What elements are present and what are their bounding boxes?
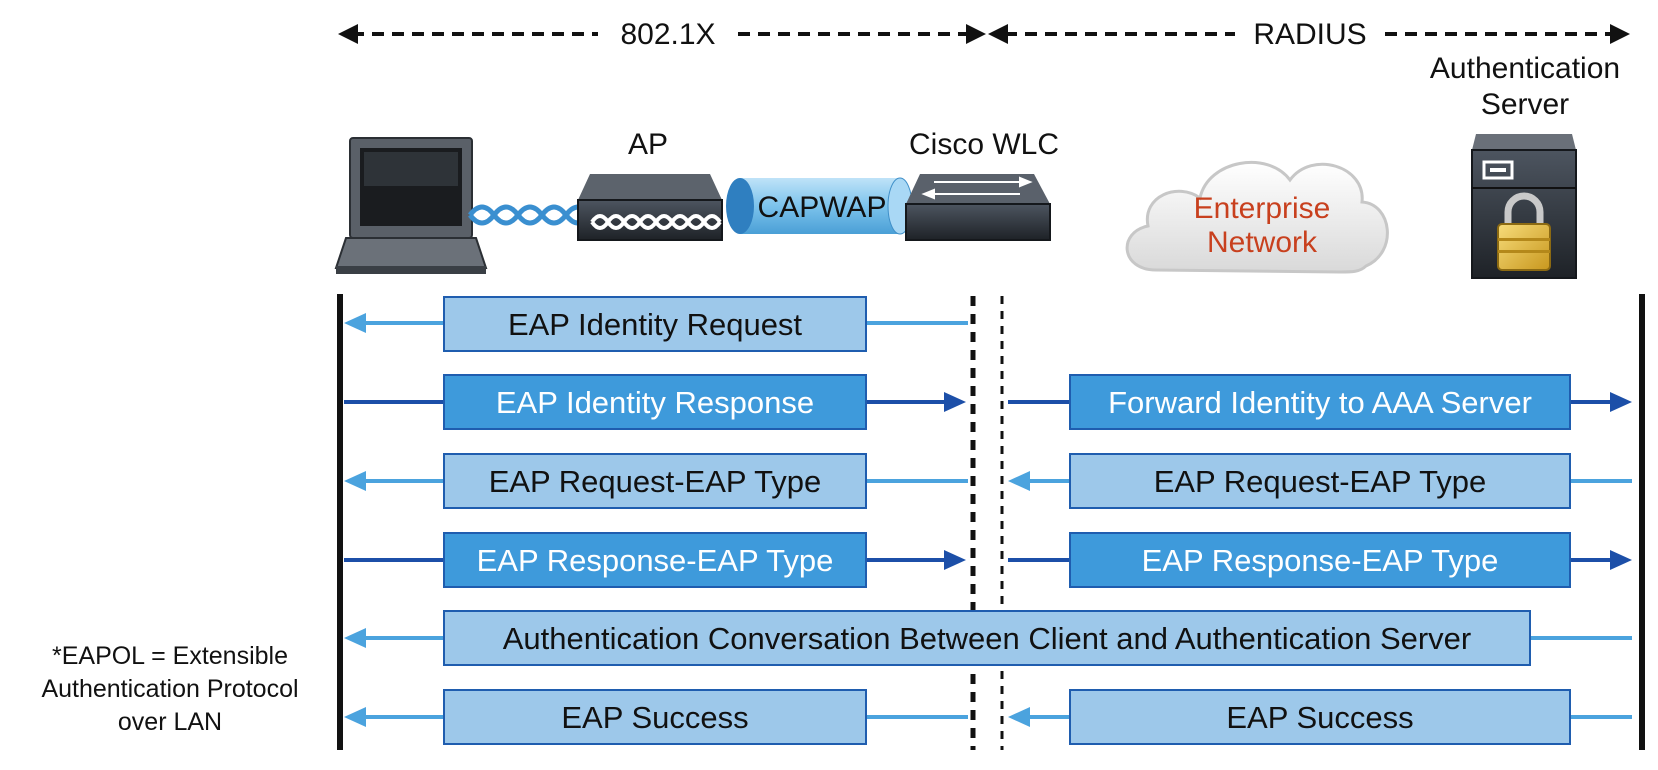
- cloud-label-line1: Enterprise: [1194, 192, 1331, 225]
- arrowhead-right-icon: [1610, 392, 1632, 412]
- footnote-line3: over LAN: [118, 708, 222, 736]
- message-request-type-server: EAP Request-EAP Type: [1154, 464, 1487, 499]
- message-row-response-type: EAP Response-EAP Type EAP Response-EAP T…: [344, 532, 1632, 588]
- footnote-line2: Authentication Protocol: [41, 675, 298, 703]
- arrowhead-right-icon: [944, 392, 966, 412]
- arrowhead-left-icon: [344, 313, 366, 333]
- cloud-label-line2: Network: [1207, 226, 1318, 259]
- arrowhead-left-icon: [344, 628, 366, 648]
- message-conversation: Authentication Conversation Between Clie…: [503, 621, 1472, 656]
- controller-icon: [905, 174, 1051, 241]
- protocol-label-radius: RADIUS: [1253, 18, 1366, 51]
- message-success-server: EAP Success: [1226, 700, 1413, 735]
- server-label-line2: Server: [1481, 88, 1569, 121]
- message-identity-response: EAP Identity Response: [496, 385, 814, 420]
- arrowhead-left-icon: [1008, 471, 1030, 491]
- arrowhead-right-icon: [1610, 24, 1630, 44]
- arrowhead-right-icon: [944, 550, 966, 570]
- message-row-success: EAP Success EAP Success: [344, 689, 1632, 745]
- protocol-span-radius: RADIUS: [988, 18, 1630, 51]
- wireless-link-icon: [468, 204, 592, 226]
- message-row-identity-request: EAP Identity Request: [344, 296, 968, 352]
- arrowhead-left-icon: [1008, 707, 1030, 727]
- arrowhead-left-icon: [344, 707, 366, 727]
- arrowhead-right-icon: [1610, 550, 1632, 570]
- arrowhead-left-icon: [338, 24, 358, 44]
- footnote: *EAPOL = Extensible Authentication Proto…: [41, 642, 298, 736]
- message-forward-identity: Forward Identity to AAA Server: [1108, 385, 1532, 420]
- footnote-line1: *EAPOL = Extensible: [52, 642, 288, 670]
- capwap-tunnel-icon: CAPWAP: [726, 177, 913, 235]
- message-success-client: EAP Success: [561, 700, 748, 735]
- message-response-type-client: EAP Response-EAP Type: [477, 543, 834, 578]
- protocol-label-8021x: 802.1X: [620, 18, 715, 51]
- message-row-request-type: EAP Request-EAP Type EAP Request-EAP Typ…: [344, 453, 1632, 509]
- laptop-icon: [334, 137, 488, 274]
- wlc-label: Cisco WLC: [909, 128, 1059, 161]
- message-request-type-client: EAP Request-EAP Type: [489, 464, 822, 499]
- message-identity-request: EAP Identity Request: [508, 307, 802, 342]
- arrowhead-left-icon: [344, 471, 366, 491]
- server-lock-icon: [1471, 134, 1577, 279]
- message-response-type-server: EAP Response-EAP Type: [1142, 543, 1499, 578]
- protocol-span-8021x: 802.1X: [338, 18, 986, 51]
- server-label-line1: Authentication: [1430, 52, 1620, 85]
- capwap-label: CAPWAP: [758, 191, 887, 224]
- cloud-icon: Enterprise Network: [1125, 160, 1389, 274]
- message-row-conversation: Authentication Conversation Between Clie…: [344, 610, 1632, 666]
- arrowhead-left-icon: [988, 24, 1008, 44]
- arrowhead-right-icon: [966, 24, 986, 44]
- access-point-icon: [577, 174, 723, 241]
- message-row-identity-response: EAP Identity Response Forward Identity t…: [344, 374, 1632, 430]
- ap-label: AP: [628, 128, 668, 161]
